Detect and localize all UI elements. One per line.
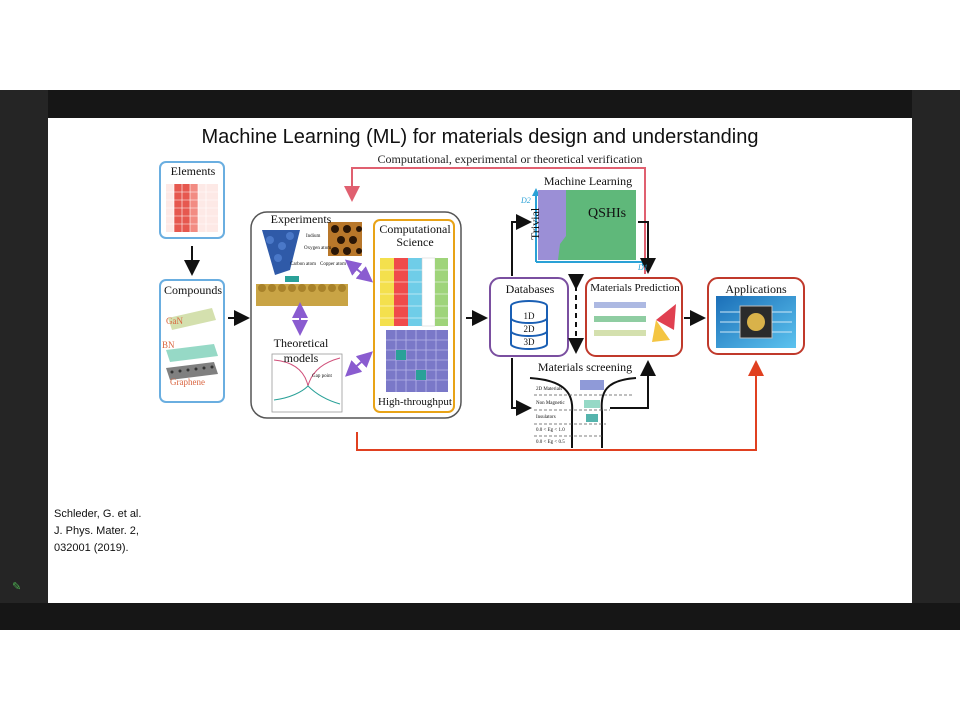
applications-label: Applications — [725, 282, 787, 296]
ml-class-trivial: Trivial — [528, 207, 542, 240]
atom-label-carbon: Carbon atom — [290, 262, 316, 267]
video-frame-top — [0, 90, 960, 118]
compound-layers-illustration — [166, 308, 218, 380]
experiment-computation-arrow — [344, 259, 374, 283]
screening-level-2d: 2D Materials — [536, 387, 563, 392]
atom-label-indium: Indium — [306, 234, 321, 239]
screening-level-gap1: 0.0 < Eg < 1.0 — [536, 428, 565, 433]
slide-title: Machine Learning (ML) for materials desi… — [201, 126, 759, 148]
citation-authors: Schleder, G. et al. — [54, 508, 142, 520]
periodic-table-thumbnail — [166, 184, 218, 232]
computational-science-label: Computational Science — [379, 222, 451, 249]
ml-axis-d1: D1 — [638, 263, 648, 272]
compounds-label: Compounds — [163, 283, 222, 297]
prediction-illustration — [594, 302, 676, 342]
database-icon — [510, 300, 548, 350]
db-level-2d: 2D — [523, 324, 535, 334]
citation: Schleder, G. et al. J. Phys. Mater. 2, 0… — [54, 506, 141, 557]
computational-periodic-table — [380, 257, 448, 327]
video-frame-right — [912, 90, 960, 630]
theory-plot-label: Gap point — [312, 374, 332, 379]
ml-classification-chart — [532, 188, 650, 266]
databases-to-ml-arrow — [511, 214, 532, 276]
databases-to-screening-arrow — [511, 358, 532, 416]
ml-to-prediction-arrow — [638, 221, 656, 274]
screening-level-nonmagnetic: Non Magnetic — [536, 401, 565, 406]
high-throughput-grid — [386, 330, 448, 392]
band-structure-plot — [271, 353, 343, 413]
machine-learning-label: Machine Learning — [543, 174, 633, 188]
screening-level-insulators: Insulators — [536, 415, 556, 420]
compound-label-graphene: Graphene — [170, 377, 205, 387]
atom-label-oxygen: Oxygen atom — [304, 246, 332, 251]
honeycomb-lattice-illustration — [328, 222, 362, 256]
materials-screening-funnel — [529, 377, 637, 448]
ml-class-qshis: QSHIs — [588, 206, 627, 221]
citation-year: 032001 (2019). — [54, 542, 129, 554]
screening-to-prediction-arrow — [610, 360, 656, 409]
slide-subtitle: Computational, experimental or theoretic… — [377, 152, 643, 166]
experiments-label: Experiments — [270, 212, 332, 226]
materials-prediction-label: Materials Prediction — [590, 282, 680, 294]
compound-label-bn: BN — [162, 340, 175, 350]
theoretical-models-label: Theoretical models — [273, 336, 329, 365]
citation-journal: J. Phys. Mater. 2, — [54, 525, 139, 537]
high-throughput-label: High-throughput — [378, 396, 452, 408]
methods-to-applications-arrow — [356, 360, 764, 451]
stm-tip-illustration — [256, 230, 348, 306]
db-level-1d: 1D — [523, 311, 535, 321]
theory-computation-arrow — [345, 351, 373, 377]
video-frame-left — [0, 90, 48, 630]
compound-label-gan: GaN — [166, 316, 183, 326]
chip-icon — [716, 296, 796, 348]
screening-level-gap05: 0.0 < Eg < 0.5 — [536, 440, 565, 445]
elements-label: Elements — [170, 164, 216, 178]
materials-screening-label: Materials screening — [537, 360, 633, 374]
db-level-3d: 3D — [523, 337, 535, 347]
atom-label-copper: Copper atom — [320, 262, 346, 267]
video-frame-bottom — [0, 603, 960, 630]
pencil-icon[interactable]: ✎ — [12, 581, 22, 593]
ml-axis-d2: D2 — [521, 196, 531, 205]
databases-label: Databases — [505, 282, 555, 296]
